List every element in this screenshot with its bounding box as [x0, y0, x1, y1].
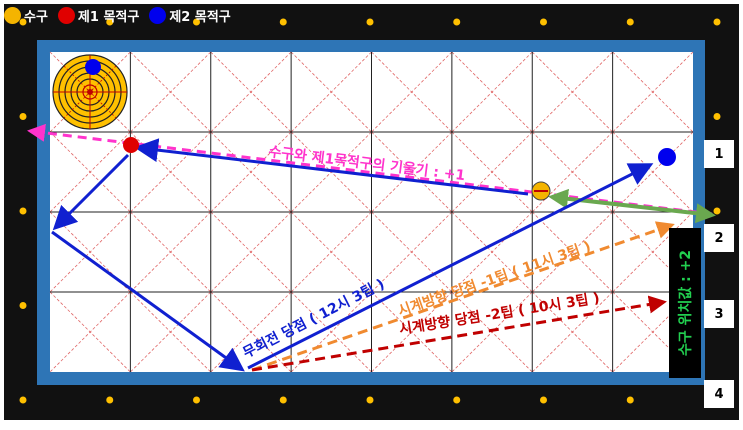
diamond-marker	[279, 18, 287, 26]
diagonal-line	[290, 51, 372, 133]
legend-first-object-ball: 제1 목적구	[57, 6, 140, 25]
diagonal-line	[451, 291, 533, 373]
diamond-marker	[106, 18, 114, 26]
diagonal-line	[612, 211, 694, 293]
diamond-marker	[713, 207, 721, 215]
legend-cue-ball: 수구	[4, 6, 48, 25]
legend-first-object-ball-label: 제1 목적구	[77, 9, 140, 25]
diagonal-line	[531, 211, 613, 293]
diagonal-line	[612, 51, 694, 133]
diagonal-line	[290, 291, 372, 373]
diagonal-line	[49, 131, 131, 213]
diagonal-line	[290, 211, 372, 293]
diagonal-line	[371, 291, 453, 373]
diamond-marker	[453, 396, 461, 404]
diamond-marker	[19, 396, 27, 404]
cue-ball-position-text: 수구 위치값 : +2	[678, 249, 694, 357]
diamond-marker	[713, 113, 721, 120]
diagonal-line	[612, 291, 694, 373]
cue-ball-icon	[4, 6, 21, 24]
diagonal-line	[210, 211, 292, 293]
target-tip-marker	[85, 59, 101, 75]
diamond-marker	[279, 396, 287, 404]
side-number-4: 4	[704, 380, 734, 408]
diamond-marker	[19, 302, 27, 309]
diagonal-line	[210, 131, 292, 213]
diagonal-line	[130, 211, 212, 293]
diagonal-line	[531, 291, 613, 373]
legend-cue-ball-label: 수구	[24, 9, 48, 25]
diagonal-line	[451, 131, 533, 213]
minus-one-tip-path	[251, 221, 675, 372]
diamond-marker	[540, 18, 547, 26]
diamond-marker	[626, 396, 634, 404]
legend: 수구 제1 목적구 제2 목적구	[4, 2, 237, 28]
diagonal-line	[371, 211, 453, 293]
no-spin-path	[51, 138, 654, 372]
diagonal-line	[49, 291, 131, 373]
diamond-marker	[626, 18, 634, 26]
diagonal-line	[130, 291, 212, 373]
side-number-1: 1	[704, 140, 734, 168]
diamond-marker	[713, 18, 721, 26]
legend-second-object-ball: 제2 목적구	[149, 6, 231, 25]
diamond-marker	[19, 113, 27, 120]
diagonal-line	[130, 131, 212, 213]
diamond-marker	[106, 396, 114, 404]
diagonal-line	[451, 51, 533, 133]
diagonal-line	[130, 51, 212, 133]
diagonal-line	[371, 51, 453, 133]
diagonal-line	[371, 131, 453, 213]
diamond-marker	[19, 18, 27, 26]
diamond-marker	[193, 396, 200, 404]
diamond-marker	[193, 18, 200, 26]
diagonal-line	[451, 211, 533, 293]
diamond-marker	[19, 207, 27, 215]
cue-ball	[531, 181, 551, 201]
diamond-marker	[540, 396, 547, 404]
cue-ball-position-label: 수구 위치값 : +2	[669, 228, 701, 378]
legend-second-object-ball-label: 제2 목적구	[169, 9, 231, 25]
diagonal-line	[210, 51, 292, 133]
second-object-ball-icon	[149, 6, 167, 24]
second-object-ball	[658, 148, 676, 166]
side-number-3: 3	[704, 300, 734, 328]
first-object-ball	[123, 137, 139, 153]
diagonal-line	[210, 291, 292, 373]
diamond-marker	[453, 18, 461, 26]
first-object-ball-icon	[57, 6, 75, 24]
minus-two-tip-path	[251, 295, 667, 372]
target-board	[52, 54, 128, 130]
side-number-2: 2	[704, 224, 734, 252]
diagonal-line	[531, 51, 613, 133]
diamond-marker	[366, 396, 374, 404]
diagonal-line	[49, 211, 131, 293]
diagonal-line	[531, 131, 613, 213]
diamond-marker	[366, 18, 374, 26]
